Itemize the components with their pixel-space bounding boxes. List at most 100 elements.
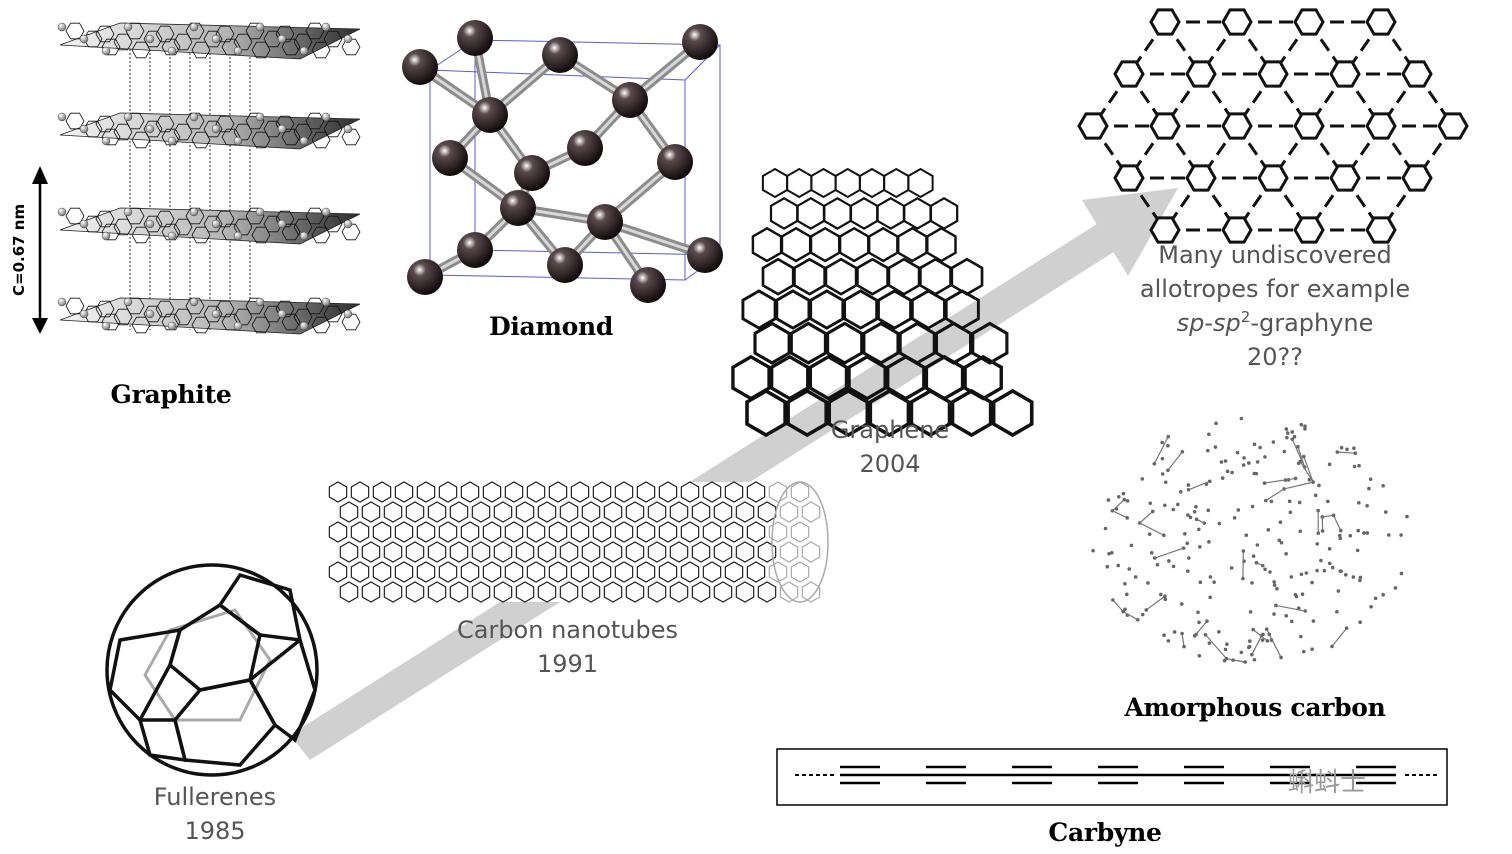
graphite-atom (321, 112, 331, 122)
nanotubes-year: 1991 (536, 650, 599, 678)
nanotube-ring (493, 541, 513, 563)
graphite-atom (123, 297, 133, 307)
amorphous-atom (1292, 434, 1297, 439)
graphite-ring (305, 297, 325, 315)
amorphous-bond (1322, 514, 1334, 518)
nanotube-ring (647, 501, 667, 523)
amorphous-bond (1331, 627, 1348, 647)
nanotube-ring (537, 541, 557, 563)
amorphous-atom (1263, 455, 1267, 459)
amorphous-atom (1207, 479, 1212, 484)
amorphous-atom (1121, 491, 1126, 496)
nanotube-ring (757, 541, 777, 563)
graphite-ring (95, 25, 115, 43)
amorphous-atom (1163, 480, 1168, 485)
amorphous-atom (1208, 595, 1212, 600)
amorphous-atom (1311, 480, 1315, 484)
amorphous-atom (1186, 483, 1191, 487)
amorphous-bond (1251, 635, 1263, 655)
nanotube-ring (394, 561, 414, 583)
nanotube-ring (471, 501, 491, 523)
amorphous-atom (1180, 602, 1184, 606)
amorphous-atom (1160, 456, 1165, 461)
amorphous-atom (1304, 571, 1309, 575)
graphene-ring (827, 388, 870, 438)
nanotube-ring (548, 481, 568, 503)
amorphous-atom (1133, 575, 1138, 579)
diamond-atom (472, 97, 508, 133)
graphite-atom (189, 22, 199, 32)
fullerene-ring (108, 627, 183, 723)
diamond-atom (587, 204, 623, 240)
nanotube-ring (471, 541, 491, 563)
nanotube-ring (636, 521, 656, 543)
graphite-atom (211, 34, 221, 44)
graphene-ring (823, 196, 852, 230)
graphite-atom (79, 309, 89, 319)
nanotube-ring (713, 541, 733, 563)
nanotube-ring (768, 521, 788, 543)
nanotube-ring (548, 521, 568, 543)
amorphous-atom (1298, 529, 1303, 534)
graphene-ring (809, 226, 841, 263)
fullerene-ring (247, 637, 317, 743)
amorphous-atom (1355, 548, 1360, 553)
amorphous-atom (1125, 516, 1129, 520)
amorphous-atom (1285, 435, 1289, 440)
amorphous-bond (1122, 611, 1139, 621)
graphite-atom (343, 124, 353, 134)
graphyne-ring (1221, 8, 1253, 36)
amorphous-atom (1352, 464, 1357, 469)
graphene-ring (793, 257, 827, 296)
amorphous-atom (1239, 650, 1244, 655)
nanotube-ring (482, 481, 502, 503)
amorphous-atom (1241, 463, 1246, 467)
graphite-atom (167, 136, 177, 146)
amorphous-atom (1140, 612, 1145, 617)
amorphous-atom (1357, 463, 1361, 468)
graphene-ring (919, 257, 952, 296)
diamond-atom (457, 20, 493, 56)
graphene-ring (843, 289, 879, 330)
amorphous-atom (1182, 531, 1187, 536)
amorphous-atom (1219, 460, 1224, 464)
graphite-atom (145, 34, 155, 44)
nanotube-ring (669, 541, 689, 563)
nanotube-ring (746, 561, 766, 583)
amorphous-atom (1236, 508, 1241, 512)
nanotube-ring (361, 541, 381, 563)
nanotube-ring (702, 481, 722, 503)
amorphous-atom (1356, 528, 1361, 533)
carbyne-structure (776, 748, 1448, 806)
amorphous-atom (1166, 639, 1171, 643)
amorphous-atom (1185, 569, 1190, 573)
amorphous-atom (1207, 641, 1212, 645)
carbyne-label: Carbyne (1048, 818, 1162, 847)
amorphous-atom (1288, 510, 1293, 515)
graphene-ring (809, 289, 845, 330)
graphite-atom (123, 22, 133, 32)
nanotube-ring (603, 541, 623, 563)
nanotube-ring (779, 581, 799, 603)
nanotube-ring (405, 501, 425, 523)
graphite-atom (233, 46, 243, 56)
amorphous-atom (1279, 540, 1284, 545)
amorphous-bond (1332, 515, 1342, 531)
graphene-ring (847, 354, 887, 401)
amorphous-atom (1284, 552, 1288, 556)
graphite-atom (343, 309, 353, 319)
nanotube-ring (427, 501, 447, 523)
graphite-atom (145, 219, 155, 229)
graphite-ring (215, 210, 235, 228)
graphite-atom (101, 136, 111, 146)
amorphous-atom (1383, 510, 1388, 514)
amorphous-atom (1163, 597, 1168, 602)
amorphous-atom (1235, 450, 1240, 455)
graphite-atom (277, 309, 287, 319)
amorphous-atom (1167, 559, 1171, 563)
amorphous-atom (1186, 513, 1190, 517)
graphite-atom (101, 231, 111, 241)
graphite-ring (215, 115, 235, 133)
amorphous-atom (1146, 581, 1150, 585)
